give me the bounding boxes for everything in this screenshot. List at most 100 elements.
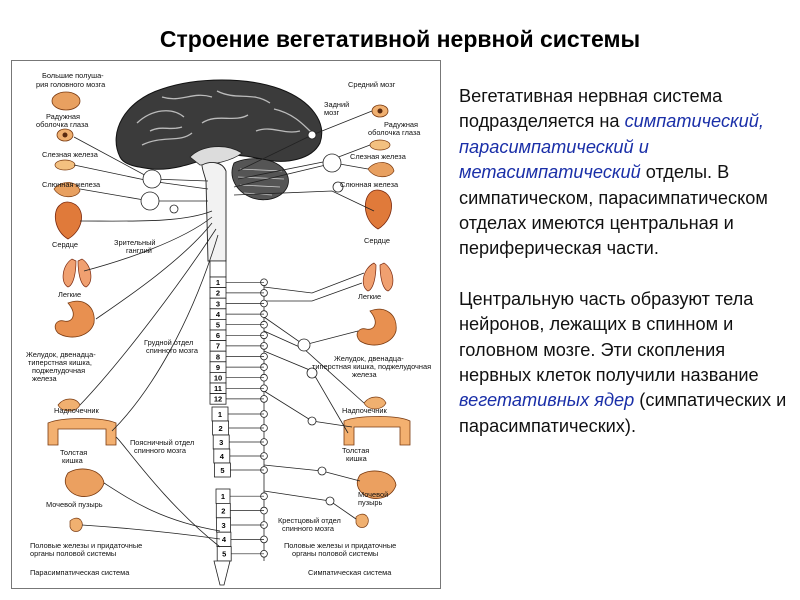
label-iris-left-1: Радужная (46, 112, 80, 121)
lumbar-segment-number: 5 (220, 466, 224, 475)
label-stomach-left-1: Желудок, двенадца- (26, 350, 96, 359)
thoracic-segment-number: 4 (216, 310, 221, 319)
label-ciliary-ganglion-1: Зрительный (114, 238, 156, 247)
thoracic-segment-number: 10 (214, 374, 222, 383)
lumbar-segment-number: 3 (219, 438, 223, 447)
bladder-left-icon (64, 468, 105, 497)
label-adrenal-right: Надпочечник (342, 406, 387, 415)
label-parasympathetic: Парасимпатическая система (30, 568, 130, 577)
thoracic-segment-number: 8 (216, 352, 220, 361)
heart-left-icon (54, 201, 82, 240)
gonads-left-icon (69, 517, 83, 532)
p2-intro: Центральную часть образуют тела нейронов… (459, 288, 759, 386)
label-bladder-left: Мочевой пузырь (46, 500, 103, 509)
term-vegetative-nuclei: вегетативных ядер (459, 390, 635, 411)
label-lacrimal-right: Слезная железа (350, 152, 407, 161)
label-heart-left: Сердце (52, 240, 78, 249)
thoracic-segment-number: 2 (216, 289, 220, 298)
label-colon-right-2: кишка (346, 454, 368, 463)
lungs-left-icon (62, 258, 92, 288)
label-midbrain: Средний мозг (348, 80, 396, 89)
thoracic-segment-number: 11 (214, 384, 222, 393)
term-parasympathetic: парасимпатический (459, 136, 634, 157)
label-iris-right-2: оболочка глаза (368, 128, 421, 137)
thoracic-segment-number: 1 (216, 278, 220, 287)
p1-rest: отделы. В симпатическом, парасимпатическ… (459, 162, 768, 259)
label-stomach-right-1: Желудок, двенадца- (334, 354, 404, 363)
nerve-pathways (73, 110, 375, 561)
thoracic-segment-number: 12 (214, 395, 222, 404)
salivary-right-icon (367, 162, 395, 178)
label-brain-hemispheres-2: рия головного мозга (36, 80, 106, 89)
label-iris-left-2: оболочка глаза (36, 120, 89, 129)
slide-title: Строение вегетативной нервной системы (159, 26, 641, 52)
term-connector: и (633, 136, 649, 157)
lungs-right-icon (362, 262, 394, 292)
label-colon-right-1: Толстая (342, 446, 369, 455)
label-brain-hemispheres-1: Большие полуша- (42, 71, 104, 80)
label-ciliary-ganglion-2: ганглий (126, 246, 152, 255)
label-stomach-left-3: поджелудочная (32, 366, 85, 375)
lumbar-segment-number: 1 (218, 410, 222, 419)
stomach-right-icon (356, 308, 397, 346)
left-organs (47, 91, 117, 532)
thoracic-segment-number: 3 (216, 299, 220, 308)
label-stomach-right-3: железа (352, 370, 377, 379)
label-hindbrain-2: мозг (324, 108, 339, 117)
label-gonads-right-1: Половые железы и придаточные (284, 541, 396, 550)
heart-right-icon (364, 189, 392, 230)
label-bladder-right-2: пузырь (358, 498, 383, 507)
bladder-right-icon (356, 470, 397, 499)
brain-illustration (115, 79, 323, 262)
salivary-left-icon (53, 182, 81, 198)
label-colon-left-2: кишка (62, 456, 84, 465)
paragraph-central-part: Центральную часть образуют тела нейронов… (459, 287, 789, 439)
label-gonads-right-2: органы половой системы (292, 549, 378, 558)
sacral-segment-number: 4 (222, 535, 227, 544)
label-sacral-1: Крестцовый отдел (278, 516, 341, 525)
lacrimal-left-icon (54, 159, 76, 171)
colon-right-icon (343, 416, 411, 446)
p2-rest: (симпатических и парасимпатических). (459, 390, 787, 436)
label-gonads-left-1: Половые железы и придаточные (30, 541, 142, 550)
brain-mini-left (51, 91, 81, 111)
thoracic-segment-number: 6 (216, 331, 220, 340)
label-salivary-left: Слюнная железа (42, 180, 101, 189)
colon-left-icon (47, 418, 117, 446)
label-gonads-left-2: органы половой системы (30, 549, 116, 558)
p1-intro: Вегетативная нервная система подразделяе… (459, 86, 723, 132)
label-lungs-right: Легкие (358, 292, 381, 301)
label-sacral-2: спинного мозга (282, 524, 335, 533)
label-lungs-left: Легкие (58, 290, 81, 299)
label-hindbrain-1: Задний (324, 100, 349, 109)
thoracic-segment-number: 9 (216, 363, 220, 372)
label-salivary-right: Слюнная железа (340, 180, 399, 189)
thoracic-segment-number: 5 (216, 321, 220, 330)
lacrimal-right-icon (369, 139, 391, 151)
sacral-segment-number: 3 (222, 521, 226, 530)
label-colon-left-1: Толстая (60, 448, 87, 457)
term-sympathetic: симпатический, (624, 111, 764, 132)
sacral-segment-number: 5 (222, 550, 226, 559)
right-organs (343, 104, 411, 528)
label-lacrimal-left: Слезная железа (42, 150, 99, 159)
label-stomach-right-2: типерстная кишка, поджелудочная (312, 362, 431, 371)
label-stomach-left-2: типерстная кишка, (28, 358, 92, 367)
label-thoracic-2: спинного мозга (146, 346, 199, 355)
label-iris-right-1: Радужная (384, 120, 418, 129)
stomach-left-icon (54, 300, 95, 338)
label-bladder-right-1: Мочевой (358, 490, 388, 499)
label-stomach-left-4: железа (32, 374, 57, 383)
term-metasympathetic: метасимпатический (459, 162, 641, 183)
label-thoracic-1: Грудной отдел (144, 338, 193, 347)
lumbar-segment-number: 4 (220, 452, 225, 461)
gonads-right-icon (355, 513, 369, 528)
label-heart-right: Сердце (364, 236, 390, 245)
paragraph-divisions: Вегетативная нервная система подразделяе… (459, 84, 789, 262)
lumbar-segment-number: 2 (219, 424, 223, 433)
sacral-segment-number: 2 (221, 506, 225, 515)
adrenal-right-icon (363, 396, 387, 410)
label-lumbar-2: спинного мозга (134, 446, 187, 455)
